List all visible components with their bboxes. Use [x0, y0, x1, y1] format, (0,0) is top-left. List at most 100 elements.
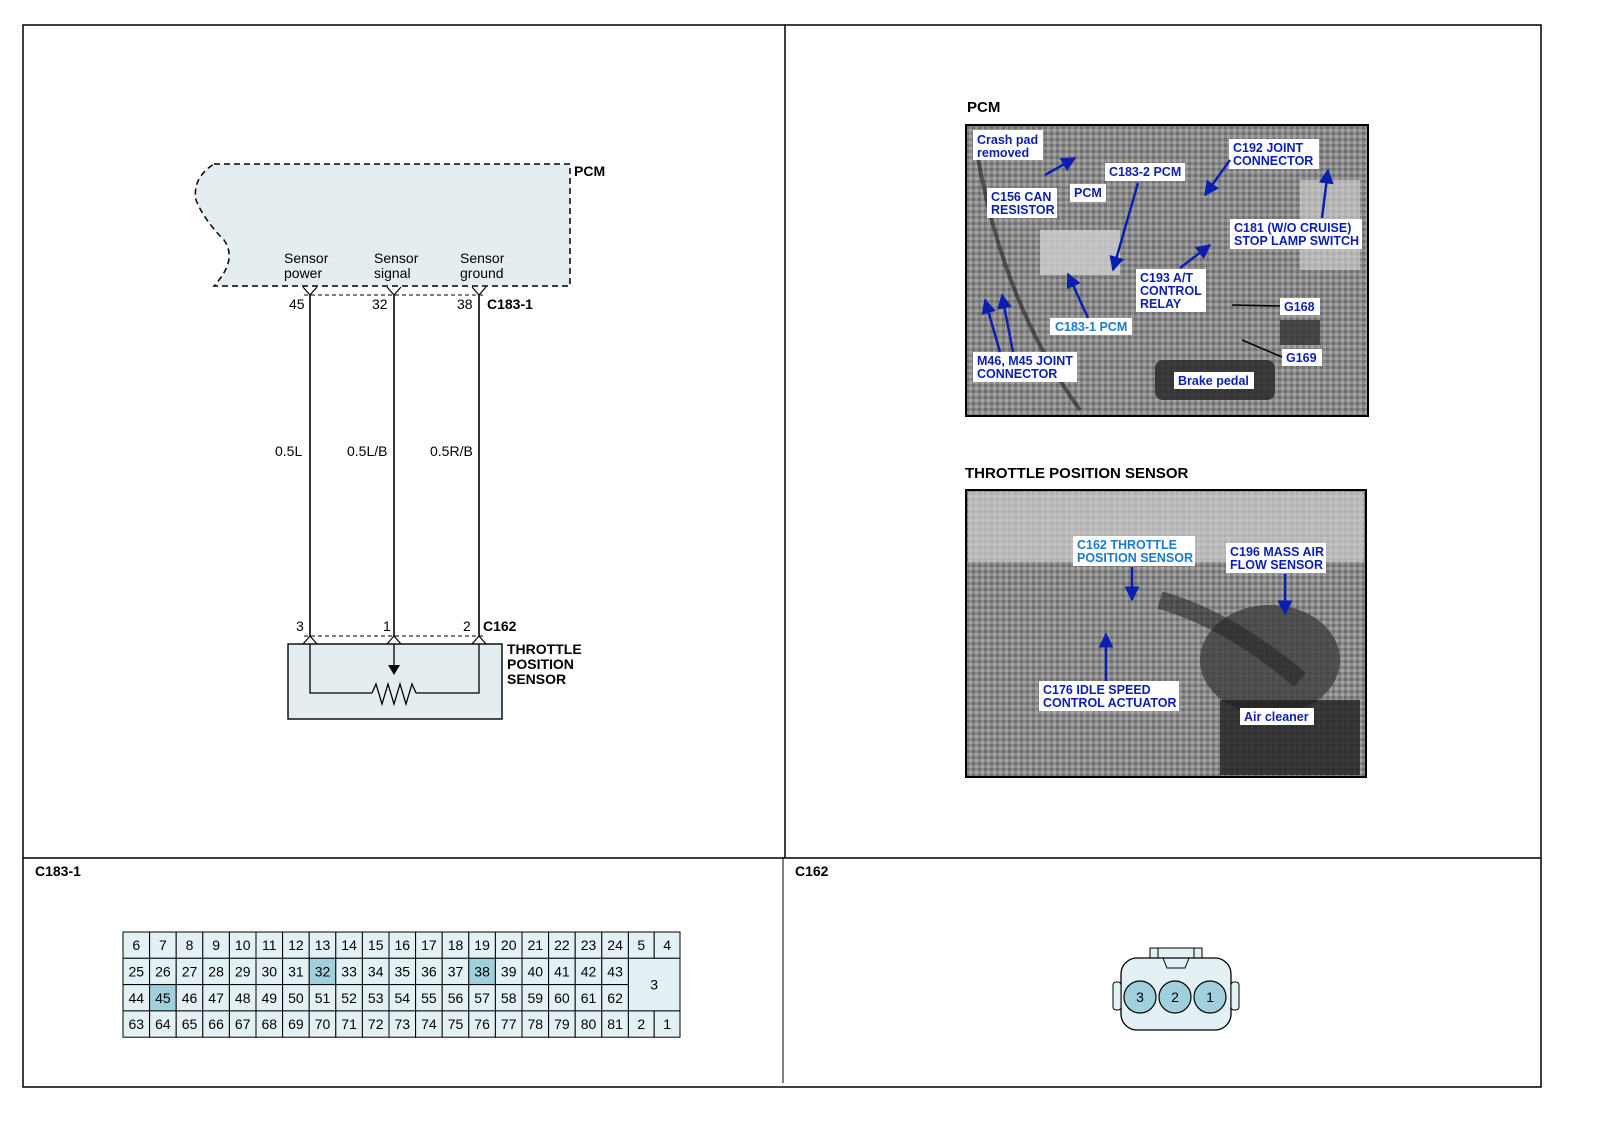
c183-pin-16: 16 [395, 937, 411, 953]
c183-pin-79: 79 [554, 1016, 570, 1032]
svg-text:FLOW SENSOR: FLOW SENSOR [1230, 558, 1323, 572]
c183-pin-48: 48 [235, 990, 251, 1006]
c183-pin-70: 70 [315, 1016, 331, 1032]
c183-pin-56: 56 [448, 990, 464, 1006]
pcm-pin-45: 45 [289, 296, 305, 312]
pcm-connector-id: C183-1 [487, 296, 533, 312]
sensor-connector-id: C162 [483, 618, 517, 634]
c183-pin-74: 74 [421, 1016, 437, 1032]
c183-pin-81-cell [601, 1010, 629, 1038]
c183-pin-4-cell [653, 931, 681, 959]
c183-pin-68: 68 [262, 1016, 278, 1032]
c183-pin-14-cell [335, 931, 363, 959]
wire-color-signal: 0.5L/B [347, 443, 387, 459]
c183-pin-59-cell [521, 984, 550, 1012]
c183-pin-57-cell [468, 984, 496, 1012]
callout-m46: M46, M45 JOINT CONNECTOR [973, 352, 1077, 382]
svg-text:CONNECTOR: CONNECTOR [977, 367, 1057, 381]
callout-c183-1: C183-1 PCM [1050, 318, 1132, 335]
sensor-pin-3: 3 [296, 618, 304, 634]
c183-pin-53: 53 [368, 990, 384, 1006]
c183-pin-80: 80 [581, 1016, 597, 1032]
svg-text:C181 (W/O CRUISE): C181 (W/O CRUISE) [1234, 221, 1351, 235]
c183-pin-37: 37 [448, 963, 464, 979]
c183-pin-59: 59 [528, 990, 544, 1006]
c183-pin-40: 40 [528, 963, 544, 979]
c183-pin-19: 19 [474, 937, 490, 953]
c183-pin-33-cell [335, 957, 363, 986]
c183-pin-31: 31 [288, 963, 304, 979]
callout-g168: G168 [1280, 298, 1320, 315]
c183-pin-42: 42 [581, 963, 597, 979]
c183-pin-71-cell [335, 1010, 363, 1038]
c183-pin-18-cell [441, 931, 470, 959]
c183-pin-63-cell [122, 1010, 151, 1038]
callout-air-cleaner: Air cleaner [1240, 708, 1314, 725]
svg-text:1: 1 [1206, 989, 1214, 1005]
svg-text:POSITION: POSITION [507, 656, 574, 672]
svg-text:CONNECTOR: CONNECTOR [1233, 154, 1313, 168]
svg-text:Sensor: Sensor [460, 250, 505, 266]
svg-text:SENSOR: SENSOR [507, 671, 566, 687]
c183-pin-43: 43 [607, 963, 623, 979]
svg-text:removed: removed [977, 146, 1029, 160]
svg-text:Air cleaner: Air cleaner [1244, 710, 1309, 724]
c183-pin-47: 47 [208, 990, 224, 1006]
c183-pin-64-cell [149, 1010, 177, 1038]
c183-pin-2-cell [627, 1010, 655, 1038]
c183-pin-11: 11 [262, 937, 277, 953]
c183-pin-78: 78 [528, 1016, 544, 1032]
tps-callout-arrows [1098, 567, 1293, 681]
c183-pin-12-cell [282, 931, 310, 959]
c183-pin-10-cell [228, 931, 257, 959]
c183-pin-38: 38 [474, 963, 490, 979]
c183-pin-4: 4 [663, 937, 671, 953]
svg-text:PCM: PCM [1074, 186, 1102, 200]
c183-pin-36-cell [415, 957, 443, 986]
svg-text:CONTROL: CONTROL [1140, 284, 1202, 298]
c183-pin-69: 69 [288, 1016, 304, 1032]
c183-pin-50: 50 [288, 990, 304, 1006]
svg-text:C156 CAN: C156 CAN [991, 190, 1051, 204]
svg-text:M46, M45 JOINT: M46, M45 JOINT [977, 354, 1073, 368]
c183-pin-5-cell [627, 931, 655, 959]
c183-pin-38-cell [468, 957, 496, 986]
svg-text:C193 A/T: C193 A/T [1140, 271, 1193, 285]
c183-pin-29: 29 [235, 963, 251, 979]
wire-color-power: 0.5L [275, 443, 302, 459]
c183-pin-65-cell [175, 1010, 204, 1038]
c183-pin-81: 81 [607, 1016, 623, 1032]
svg-text:THROTTLE: THROTTLE [507, 641, 582, 657]
c183-pin-31-cell [282, 957, 310, 986]
c183-pin-13: 13 [315, 937, 331, 953]
c183-pin-6-cell [122, 931, 151, 959]
c183-pin-66-cell [202, 1010, 230, 1038]
pcm-label: PCM [574, 163, 605, 179]
callout-c196: C196 MASS AIR FLOW SENSOR [1226, 543, 1326, 573]
tps-photo [965, 489, 1367, 778]
c183-pin-79-cell [548, 1010, 576, 1038]
c183-pin-23: 23 [581, 937, 597, 953]
pcm-ground-leaders [1231, 304, 1283, 358]
c183-pin-61: 61 [581, 990, 597, 1006]
svg-text:C192 JOINT: C192 JOINT [1233, 141, 1304, 155]
c183-pin-80-cell [574, 1010, 603, 1038]
svg-text:POSITION SENSOR: POSITION SENSOR [1077, 551, 1193, 565]
c183-pin-63: 63 [129, 1016, 145, 1032]
svg-text:G169: G169 [1286, 351, 1317, 365]
svg-text:power: power [284, 265, 322, 281]
c183-pin-57: 57 [474, 990, 490, 1006]
c183-pin-37-cell [441, 957, 470, 986]
c183-pin-67: 67 [235, 1016, 251, 1032]
c183-pin-41: 41 [554, 963, 570, 979]
pcm-photo-title: PCM [967, 99, 1000, 116]
c183-pin-67-cell [228, 1010, 257, 1038]
c183-pin-55-cell [415, 984, 443, 1012]
c183-pin-13-cell [308, 931, 337, 959]
c183-pin-68-cell [255, 1010, 284, 1038]
svg-text:CONTROL ACTUATOR: CONTROL ACTUATOR [1043, 696, 1177, 710]
c183-pin-9: 9 [212, 937, 220, 953]
svg-text:Sensor: Sensor [374, 250, 419, 266]
